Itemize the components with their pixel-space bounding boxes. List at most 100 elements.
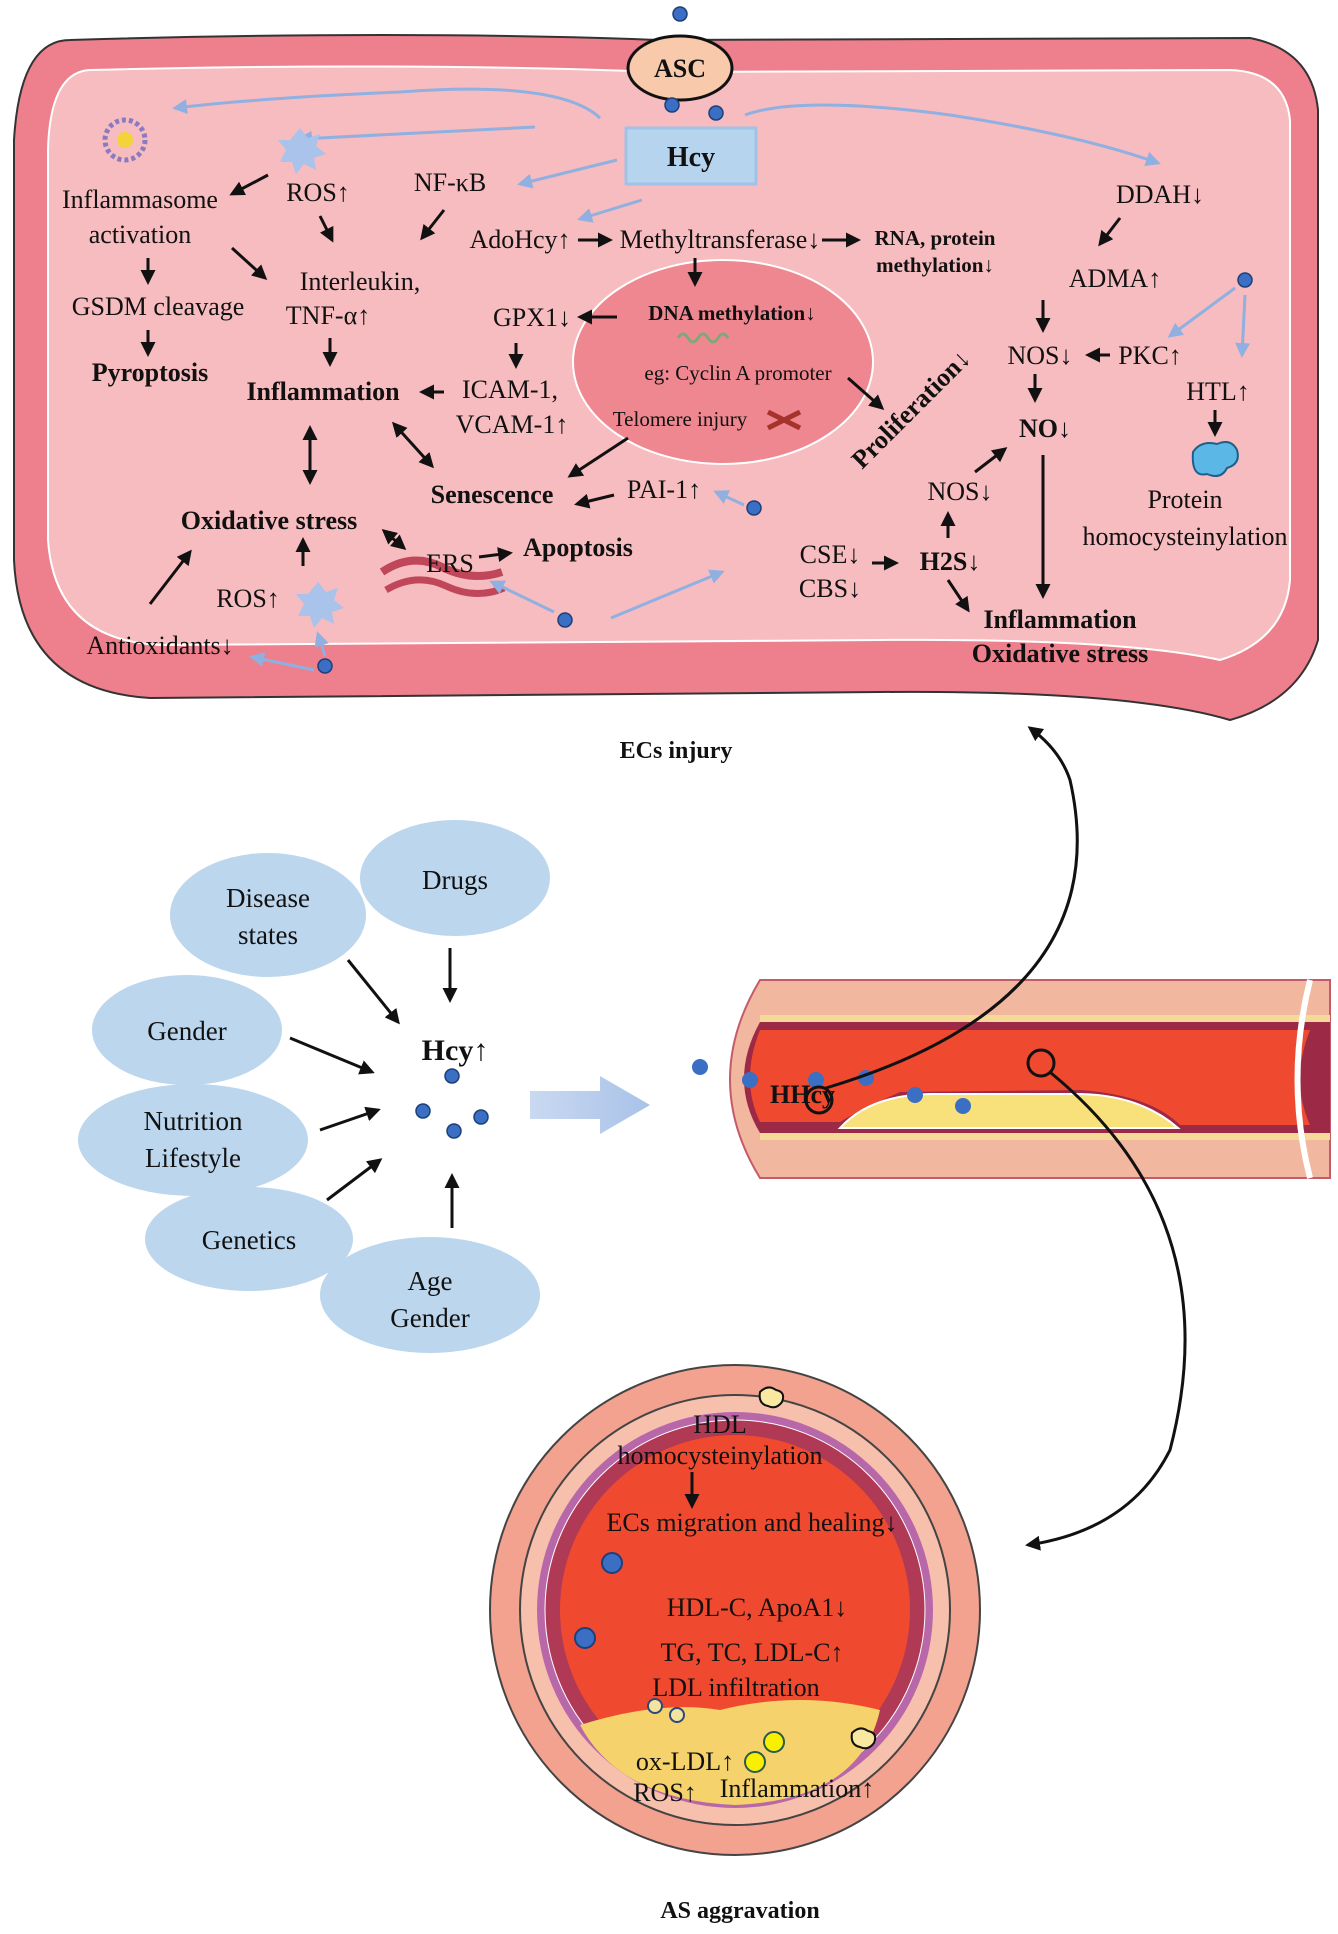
blood-vessel: HHcy [692,726,1331,1551]
oxidative-stress-label: Oxidative stress [181,506,357,535]
factor-label: Age [408,1266,453,1296]
signal-arrow [1167,286,1236,338]
hcy-molecule [955,1098,971,1114]
signal-arrow [297,125,536,146]
oxidative-stress-label: Oxidative stress [972,639,1148,668]
factor-label: Gender [147,1016,226,1046]
artery-cross-section: HDL homocysteinylation ECs migration and… [489,1364,981,1856]
senescence-label: Senescence [431,480,554,509]
ldl-infiltration-label: LDL infiltration [652,1673,819,1702]
inflammation-label: Inflammation [983,605,1137,634]
vcam-label: VCAM-1↑ [456,410,569,439]
arrow [230,246,268,281]
cross-section-lumen [560,1435,910,1785]
rna-methylation-label: RNA, protein [875,226,996,250]
hcy-molecule [672,6,688,22]
signal-arrow [713,490,745,507]
nos-label: NOS↓ [1007,341,1072,370]
big-flow-arrow [530,1076,650,1134]
connector-arrow [1025,1071,1187,1551]
hcy-box [624,126,758,186]
no-label: NO↓ [1019,414,1071,443]
factor-label: Nutrition [144,1106,243,1136]
zoom-marker [1026,1048,1056,1078]
ros-label: ROS↑ [216,584,280,613]
signal-arrow [1235,294,1251,358]
dna-helix-icon [676,332,730,344]
as-aggravation-caption: AS aggravation [660,1898,819,1924]
adohcy-label: AdoHcy↑ [469,225,570,254]
protein-label: Protein [1147,485,1222,514]
arrow [326,1158,383,1202]
ros-burst-icon [296,582,344,628]
arrow [420,209,446,241]
chromosome-icon [766,409,802,431]
ox-ldl-particle [763,1731,785,1753]
connector-arrow [825,726,1079,1090]
arrow [318,215,334,243]
arrow [1098,217,1122,247]
nfkb-label: NF-κB [414,168,486,197]
gsdm-label: GSDM cleavage [72,292,245,321]
apoptosis-label: Apoptosis [523,533,633,562]
hcy-molecule [692,1059,708,1075]
hcy-molecule [601,1552,623,1574]
zoom-marker [804,1085,834,1115]
endothelial-cell: ASC Hcy Inflammasome activation ROS↑ NF-… [13,6,1319,722]
factor-nutrition-lifestyle: Nutrition Lifestyle [78,1084,308,1196]
factor-label: Drugs [422,865,488,895]
protein-icon [1191,441,1239,477]
hcy-molecule [742,1072,758,1088]
factor-label: Lifestyle [145,1143,241,1173]
hhcy-label: HHcy [770,1080,835,1109]
arrow [478,547,513,562]
tg-tc-ldlc-label: TG, TC, LDL-C↑ [661,1638,844,1667]
adma-label: ADMA↑ [1069,264,1161,293]
hcy-molecule [664,97,680,113]
hcy-molecule [574,1627,596,1649]
arrow [229,173,269,196]
signal-arrow [249,652,315,672]
endoplasmic-reticulum-icon [379,556,506,597]
pyroptosis-label: Pyroptosis [92,358,209,387]
hcy-molecule [557,612,573,628]
hcy-molecule [317,658,333,674]
cse-label: CSE↓ [800,540,861,569]
pai1-label: PAI-1↑ [627,475,701,504]
signal-arrow [314,631,329,657]
arrow [847,376,885,410]
hcy-molecule [907,1087,923,1103]
signal-arrow [172,87,602,120]
methyltransferase-label: Methyltransferase↓ [620,225,821,254]
ros-label: ROS↑ [633,1778,697,1807]
tnf-label: TNF-α↑ [286,301,370,330]
vessel-lumen [750,1030,1310,1125]
inflammation-label: Inflammation↑ [720,1774,875,1803]
cbs-label: CBS↓ [799,574,861,603]
arrow [346,959,400,1025]
hcy-molecule [473,1109,489,1125]
pkc-label: PKC↑ [1118,341,1182,370]
signal-arrow [517,158,618,189]
arrow [946,579,970,613]
factor-drugs: Drugs [360,820,550,936]
htl-label: HTL↑ [1186,377,1250,406]
inflammation-label: Inflammation [246,377,400,406]
factor-gender: Gender [92,975,282,1085]
arrow [574,493,615,509]
signal-arrow [744,103,1161,167]
factor-label: Genetics [202,1225,296,1255]
ros-burst-icon [278,128,326,174]
arrow [319,1106,381,1132]
asc-transporter [626,34,734,102]
hdl-label: HDL [693,1410,746,1439]
arrow [974,447,1008,474]
hdl-particle-icon [758,1386,785,1409]
arrow [148,549,192,605]
factor-genetics: Genetics [145,1187,353,1291]
ecs-injury-caption: ECs injury [620,738,733,764]
rna-methylation-label: methylation↓ [876,253,994,277]
factor-label: Gender [390,1303,469,1333]
